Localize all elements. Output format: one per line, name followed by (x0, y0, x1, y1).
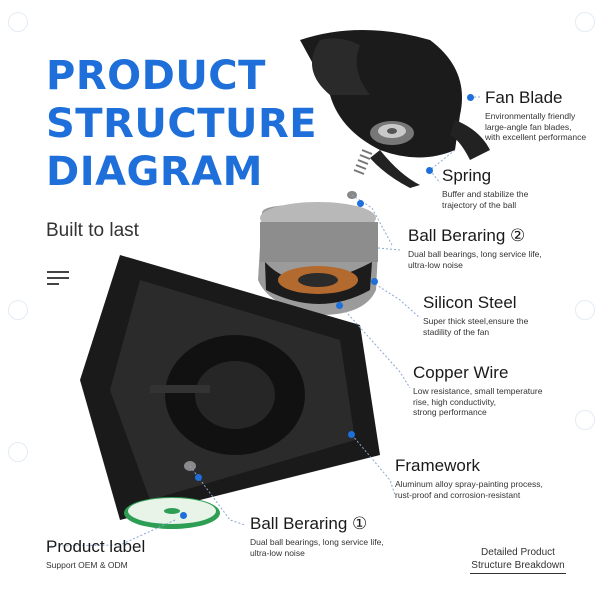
watermark-fan-icon (575, 410, 595, 430)
callout-heading: Framework (395, 456, 481, 475)
motor-graphic (258, 202, 378, 315)
callout-ball-bearing-1: Ball Berаring ① Dual ball bearings, long… (250, 514, 384, 558)
callout-dot (467, 94, 474, 101)
product-label-graphic (124, 497, 220, 529)
callout-dot (357, 200, 364, 207)
watermark-fan-icon (8, 442, 28, 462)
framework-graphic (80, 255, 380, 520)
callout-heading: Product label (46, 537, 146, 556)
watermark-fan-icon (575, 12, 595, 32)
title-line-2: STRUCTURE (46, 101, 318, 147)
watermark-fan-icon (575, 300, 595, 320)
callout-desc: Support OEM & ODM (46, 560, 128, 570)
watermark-fan-icon (8, 12, 28, 32)
footer-caption: Detailed Product Structure Breakdown (470, 546, 566, 572)
callout-heading: Fan Blade (485, 88, 563, 107)
fan-blade-graphic (300, 30, 490, 188)
footer-line-2: Structure Breakdown (471, 560, 565, 571)
callout-heading: Copper Wire (413, 363, 509, 382)
callout-dot (195, 474, 202, 481)
callout-heading: Spring (442, 166, 492, 185)
callout-desc: Aluminum alloy spray-painting process,ru… (395, 479, 543, 500)
spring-graphic (353, 149, 373, 175)
callout-dot (336, 302, 343, 309)
watermark-fan-icon (8, 300, 28, 320)
callout-dot (180, 512, 187, 519)
callout-silicon-steel: Silicon Steel Super thick steel,ensure t… (423, 293, 528, 337)
callout-dot (371, 278, 378, 285)
callout-copper-wire: Copper Wire Low resistance, small temper… (413, 363, 542, 418)
footer-line-1: Detailed Product (481, 547, 555, 558)
title-line-1: PRODUCT (46, 53, 266, 99)
callout-dot (348, 431, 355, 438)
callout-heading: Ball Berаring ① (250, 514, 368, 533)
callout-dot (426, 167, 433, 174)
title-line-3: DIAGRAM (46, 149, 263, 195)
callout-heading: Ball Berаring ② (408, 226, 526, 245)
callout-desc: Dual ball bearings, long service life,ul… (250, 537, 384, 558)
subtitle: Built to last (46, 220, 139, 241)
menu-icon (47, 271, 69, 285)
callout-ball-bearing-2: Ball Berаring ② Dual ball bearings, long… (408, 226, 542, 270)
callout-framework: Framework Aluminum alloy spray-painting … (395, 456, 543, 500)
callout-product-label: Product label Support OEM & ODM (46, 537, 145, 571)
footer-underline (470, 573, 566, 574)
callout-desc: Dual ball bearings, long service life,ul… (408, 249, 542, 270)
callout-heading: Silicon Steel (423, 293, 517, 312)
